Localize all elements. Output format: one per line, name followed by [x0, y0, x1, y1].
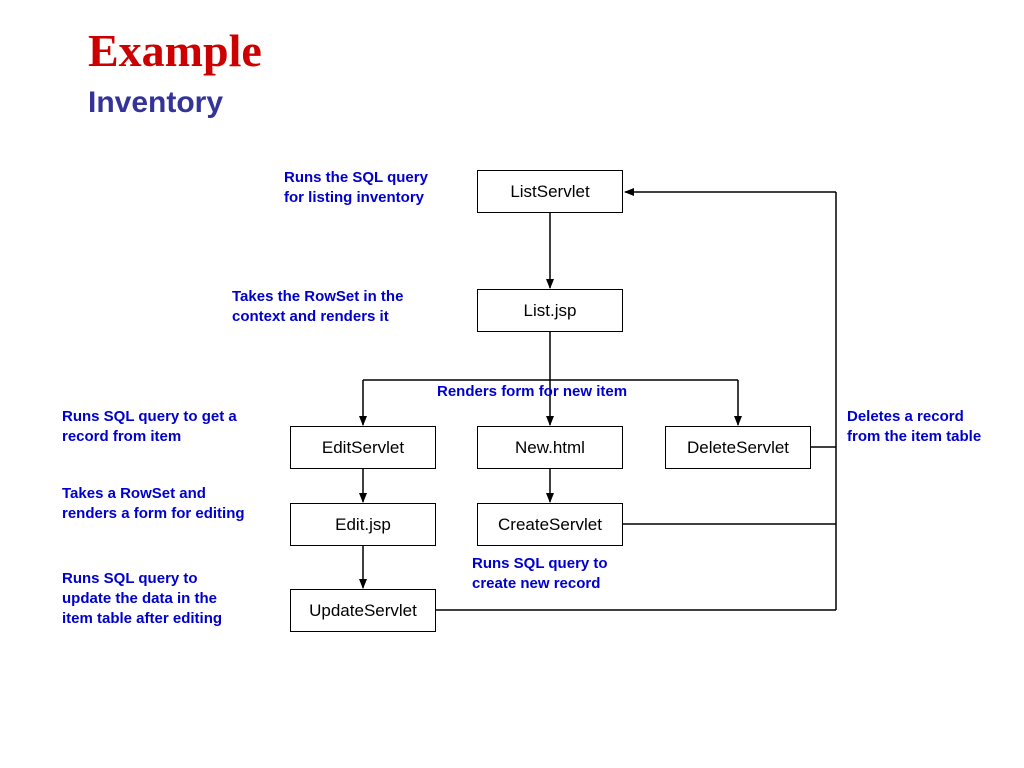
node-delete-servlet: DeleteServlet — [665, 426, 811, 469]
node-list-jsp: List.jsp — [477, 289, 623, 332]
page-subtitle: Inventory — [88, 86, 224, 119]
page-title: Example — [88, 25, 262, 76]
note-new-html: Renders form for new item — [437, 383, 628, 400]
node-create-servlet: CreateServlet — [477, 503, 623, 546]
node-new-html: New.html — [477, 426, 623, 469]
node-update-servlet: UpdateServlet — [290, 589, 436, 632]
node-edit-jsp: Edit.jsp — [290, 503, 436, 546]
node-edit-servlet: EditServlet — [290, 426, 436, 469]
node-list-servlet: ListServlet — [477, 170, 623, 213]
